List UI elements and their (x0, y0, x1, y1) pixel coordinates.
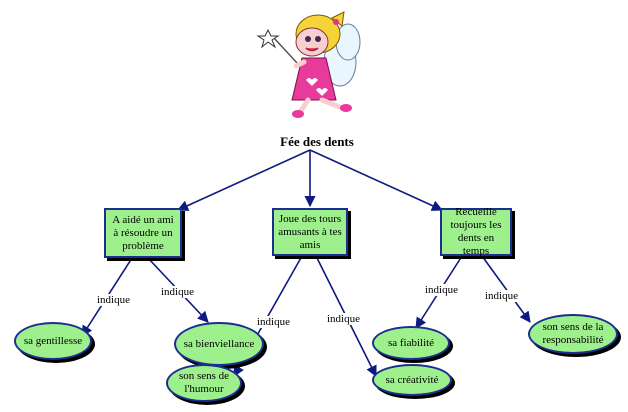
tooth-fairy-icon (256, 11, 361, 118)
link-label: indique (424, 284, 459, 296)
leaf-node-humour: son sens de l'humour (166, 364, 242, 402)
link-label: indique (484, 290, 519, 302)
leaf-node-bienviellance: sa bienviellance (174, 322, 264, 366)
leaf-node-creativite: sa créativité (372, 364, 452, 396)
arrow-node3-to-leaf6 (481, 255, 531, 323)
arrow-title-to-node3 (309, 149, 444, 211)
concept-node-2: Joue des tours amusants à tes amis (272, 208, 348, 256)
leaf-node-gentillesse: sa gentillesse (14, 322, 92, 360)
leaf-node-responsabilite: son sens de la responsabilité (528, 314, 618, 354)
link-label: indique (160, 286, 195, 298)
link-label: indique (256, 316, 291, 328)
leaf-node-fiabilite: sa fiabilité (372, 326, 450, 360)
link-label: indique (96, 294, 131, 306)
arrow-title-to-node1 (176, 149, 311, 211)
map-title: Fée des dents (280, 134, 354, 149)
concept-node-1: A aidé un ami à résoudre un problème (104, 208, 182, 258)
link-label: indique (326, 313, 361, 325)
concept-node-3: Recueille toujours les dents en temps (440, 206, 512, 257)
